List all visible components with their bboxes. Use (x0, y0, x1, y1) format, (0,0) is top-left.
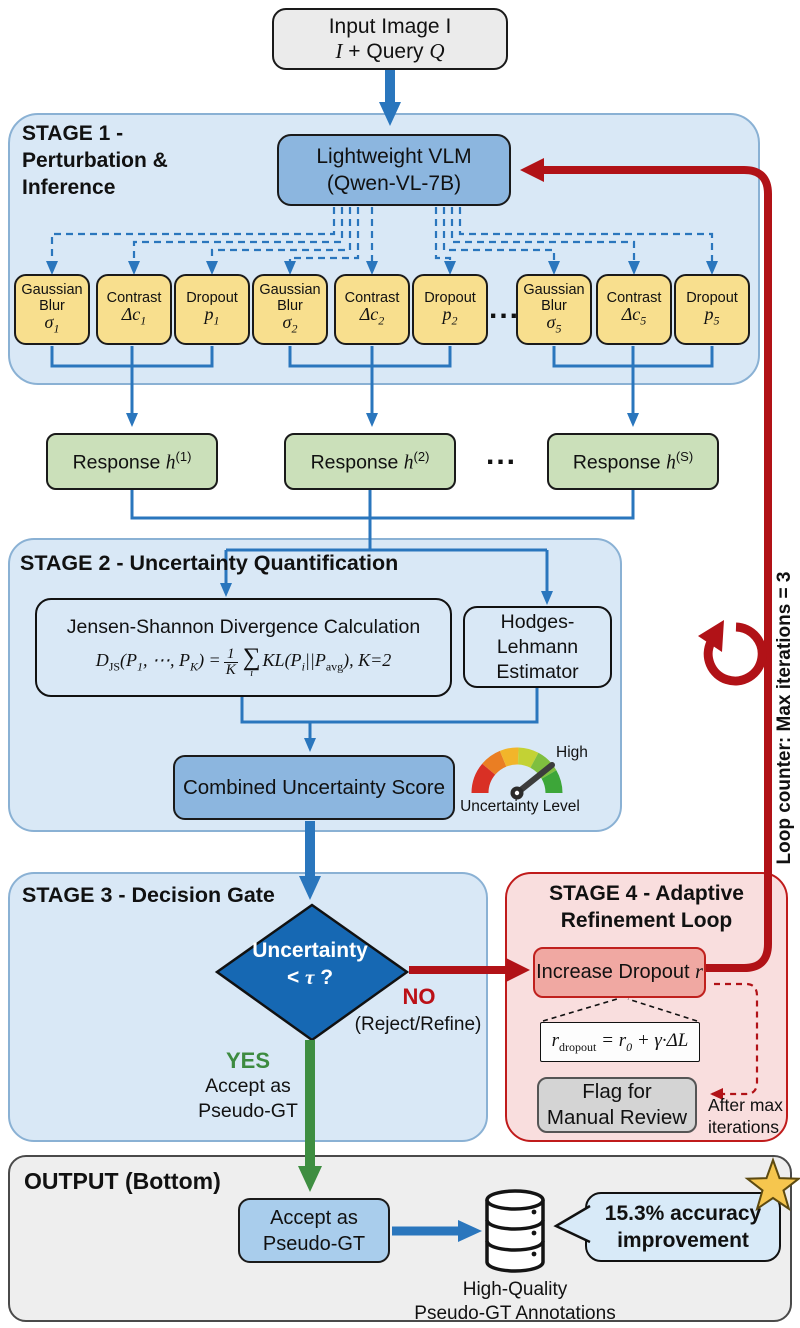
perturbation-box-2: Contrast Δc1 (96, 274, 172, 345)
response-box-3: Response h(S) (547, 433, 719, 490)
perturbation-box-1: Gaussian Blur σ1 (14, 274, 90, 345)
uncertainty-merge (240, 688, 539, 752)
input-box: Input Image I I + Query Q (272, 8, 508, 70)
stage4-title: STAGE 4 - Adaptive Refinement Loop (549, 882, 744, 932)
hodges-lehmann-box: Hodges-Lehmann Estimator (463, 606, 612, 688)
perturbation-box-8: Contrast Δc5 (596, 274, 672, 345)
loop-counter-label: Loop counter: Max iterations = 3 (774, 571, 795, 865)
perturbation-ellipsis: ... (489, 292, 521, 325)
flag-manual-review-box: Flag for Manual Review (537, 1077, 697, 1133)
combined-score-box: Combined Uncertainty Score (173, 755, 455, 820)
gauge-high-label: High (556, 744, 588, 761)
after-max-arrow (710, 982, 759, 1100)
js-box-title: Jensen-Shannon Divergence Calculation (66, 616, 421, 638)
stage2-title: STAGE 2 - Uncertainty Quantification (20, 551, 399, 575)
after-max-label: After max iterations (708, 1095, 783, 1137)
input-line1: Input Image I (328, 14, 452, 38)
db-caption: High-Quality Pseudo-GT Annotations (414, 1279, 616, 1324)
reject-refine-label: (Reject/Refine) (354, 1014, 482, 1035)
database-icon (485, 1189, 545, 1273)
response-ellipsis: ... (486, 438, 518, 471)
dropout-formula-box: rdropout = r0 + γ·ΔL (540, 1022, 700, 1062)
response-box-1: Response h(1) (46, 433, 218, 490)
accept-pseudo-gt-label: Accept as Pseudo-GT (198, 1075, 298, 1122)
perturbation-merge-arrows (50, 346, 714, 427)
vlm-fanout-arrows (46, 207, 718, 275)
increase-dropout-box: Increase Dropout r (533, 947, 706, 998)
uncertainty-gauge-icon (471, 747, 563, 800)
accuracy-bubble: 15.3% accuracy improvement (585, 1192, 781, 1262)
perturbation-box-7: Gaussian Blur σ5 (516, 274, 592, 345)
output-accept-box: Accept as Pseudo-GT (238, 1198, 390, 1263)
loop-arrow-icon (698, 620, 767, 686)
refinement-loop-arrow (520, 158, 772, 972)
perturbation-box-6: Dropout p2 (412, 274, 488, 345)
response-box-2: Response h(2) (284, 433, 456, 490)
input-line2: I + Query Q (335, 38, 445, 63)
formula-callout-lines (542, 998, 698, 1022)
perturbation-box-4: Gaussian Blur σ2 (252, 274, 328, 345)
perturbation-box-3: Dropout p1 (174, 274, 250, 345)
stage3-panel (8, 872, 488, 1142)
stage1-title: STAGE 1 - Perturbation & Inference (22, 122, 168, 199)
vlm-box: Lightweight VLM (Qwen-VL-7B) (277, 134, 511, 206)
yes-label: YES (225, 1048, 271, 1073)
gauge-axis-label: Uncertainty Level (460, 798, 580, 815)
js-divergence-box: Jensen-Shannon Divergence Calculation DJ… (35, 598, 452, 697)
perturbation-box-9: Dropout p5 (674, 274, 750, 345)
stage3-title: STAGE 3 - Decision Gate (22, 883, 275, 907)
response-bus (130, 490, 635, 605)
diamond-label: Uncertainty < τ ? (252, 939, 368, 989)
perturbation-box-5: Contrast Δc2 (334, 274, 410, 345)
no-label: NO (402, 984, 436, 1009)
output-title: OUTPUT (Bottom) (24, 1168, 221, 1194)
